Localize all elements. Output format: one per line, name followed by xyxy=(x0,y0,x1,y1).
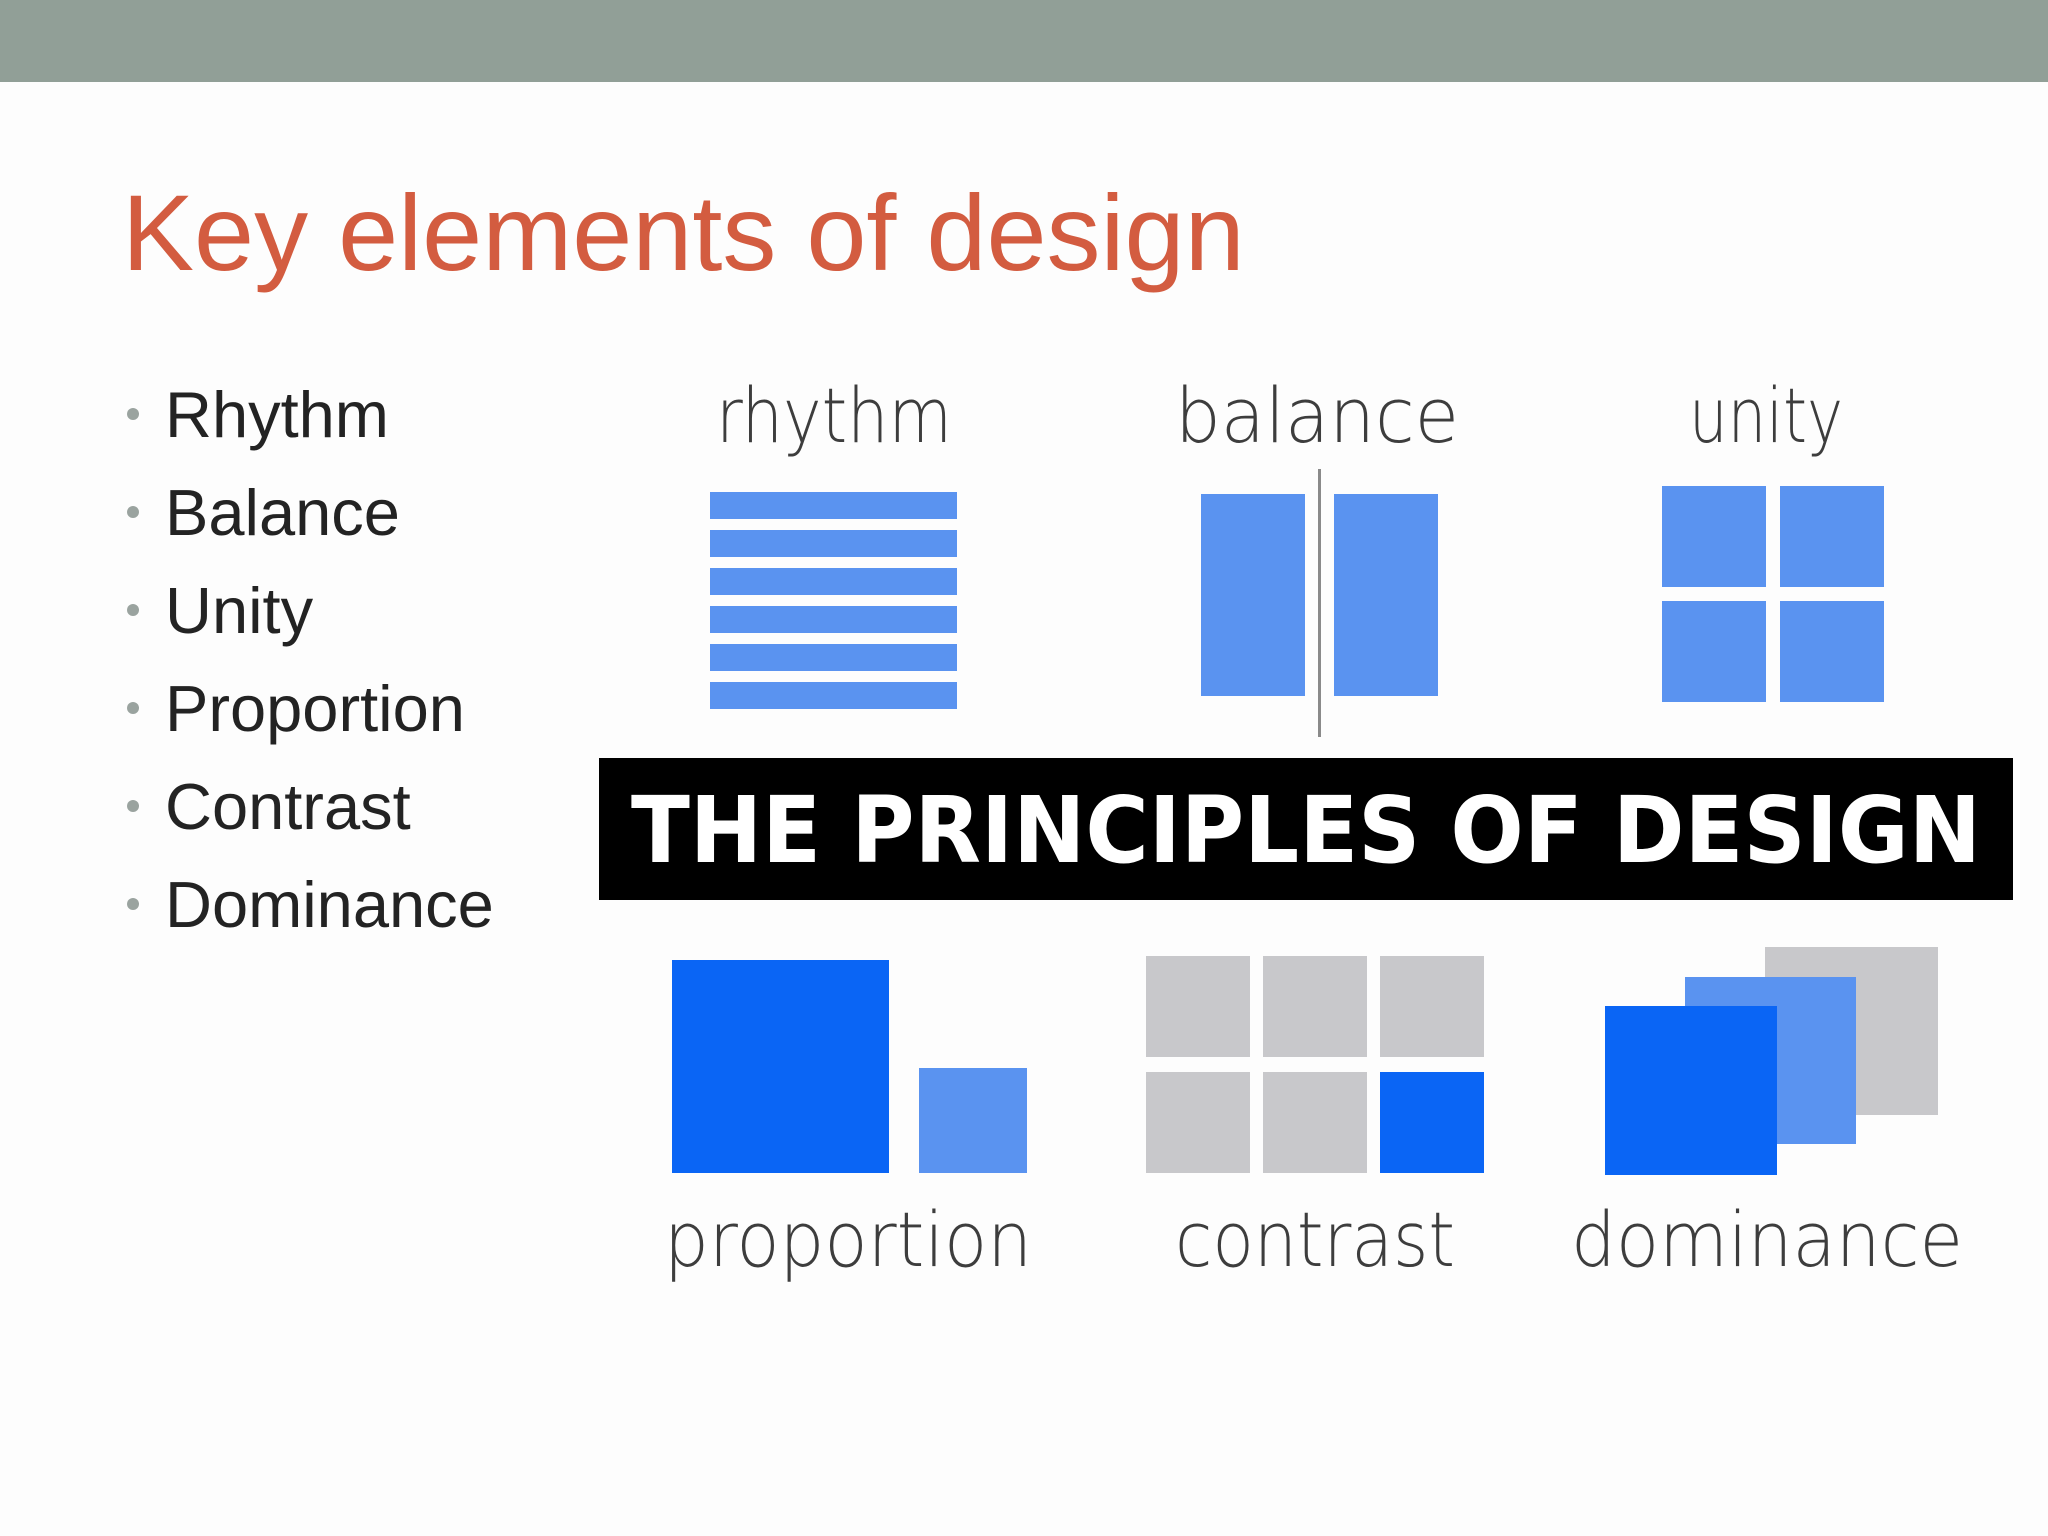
bullet-label: Dominance xyxy=(165,867,494,941)
list-item: Balance xyxy=(118,463,494,561)
banner-title: THE PRINCIPLES OF DESIGN xyxy=(631,777,1981,884)
unity-grid-icon xyxy=(1662,486,1884,702)
bullet-label: Balance xyxy=(165,475,400,549)
bullet-dot xyxy=(127,408,139,420)
rhythm-stripes-icon xyxy=(710,492,957,709)
label-unity: unity xyxy=(1689,371,1843,460)
bullet-dot xyxy=(127,702,139,714)
label-rhythm: rhythm xyxy=(716,371,952,460)
label-contrast: contrast xyxy=(1175,1195,1455,1284)
bullet-label: Rhythm xyxy=(165,377,389,451)
balance-split-icon xyxy=(1201,469,1438,737)
label-dominance: dominance xyxy=(1571,1195,1963,1284)
list-item: Dominance xyxy=(118,855,494,953)
bullet-dot xyxy=(127,604,139,616)
bullet-list: Rhythm Balance Unity Proportion Contrast… xyxy=(118,365,494,953)
slide-title: Key elements of design xyxy=(122,172,1245,293)
bullet-label: Contrast xyxy=(165,769,411,843)
list-item: Unity xyxy=(118,561,494,659)
bullet-label: Proportion xyxy=(165,671,465,745)
list-item: Rhythm xyxy=(118,365,494,463)
banner xyxy=(599,758,2013,900)
label-balance: balance xyxy=(1175,371,1459,460)
list-item: Proportion xyxy=(118,659,494,757)
bullet-dot xyxy=(127,800,139,812)
dominance-stack-icon xyxy=(1605,947,1938,1175)
bullet-dot xyxy=(127,506,139,518)
bullet-label: Unity xyxy=(165,573,314,647)
label-proportion: proportion xyxy=(664,1195,1032,1284)
proportion-squares-icon xyxy=(672,960,1027,1173)
list-item: Contrast xyxy=(118,757,494,855)
bullet-dot xyxy=(127,898,139,910)
header-bar xyxy=(0,0,2048,82)
contrast-grid-icon xyxy=(1146,956,1484,1173)
